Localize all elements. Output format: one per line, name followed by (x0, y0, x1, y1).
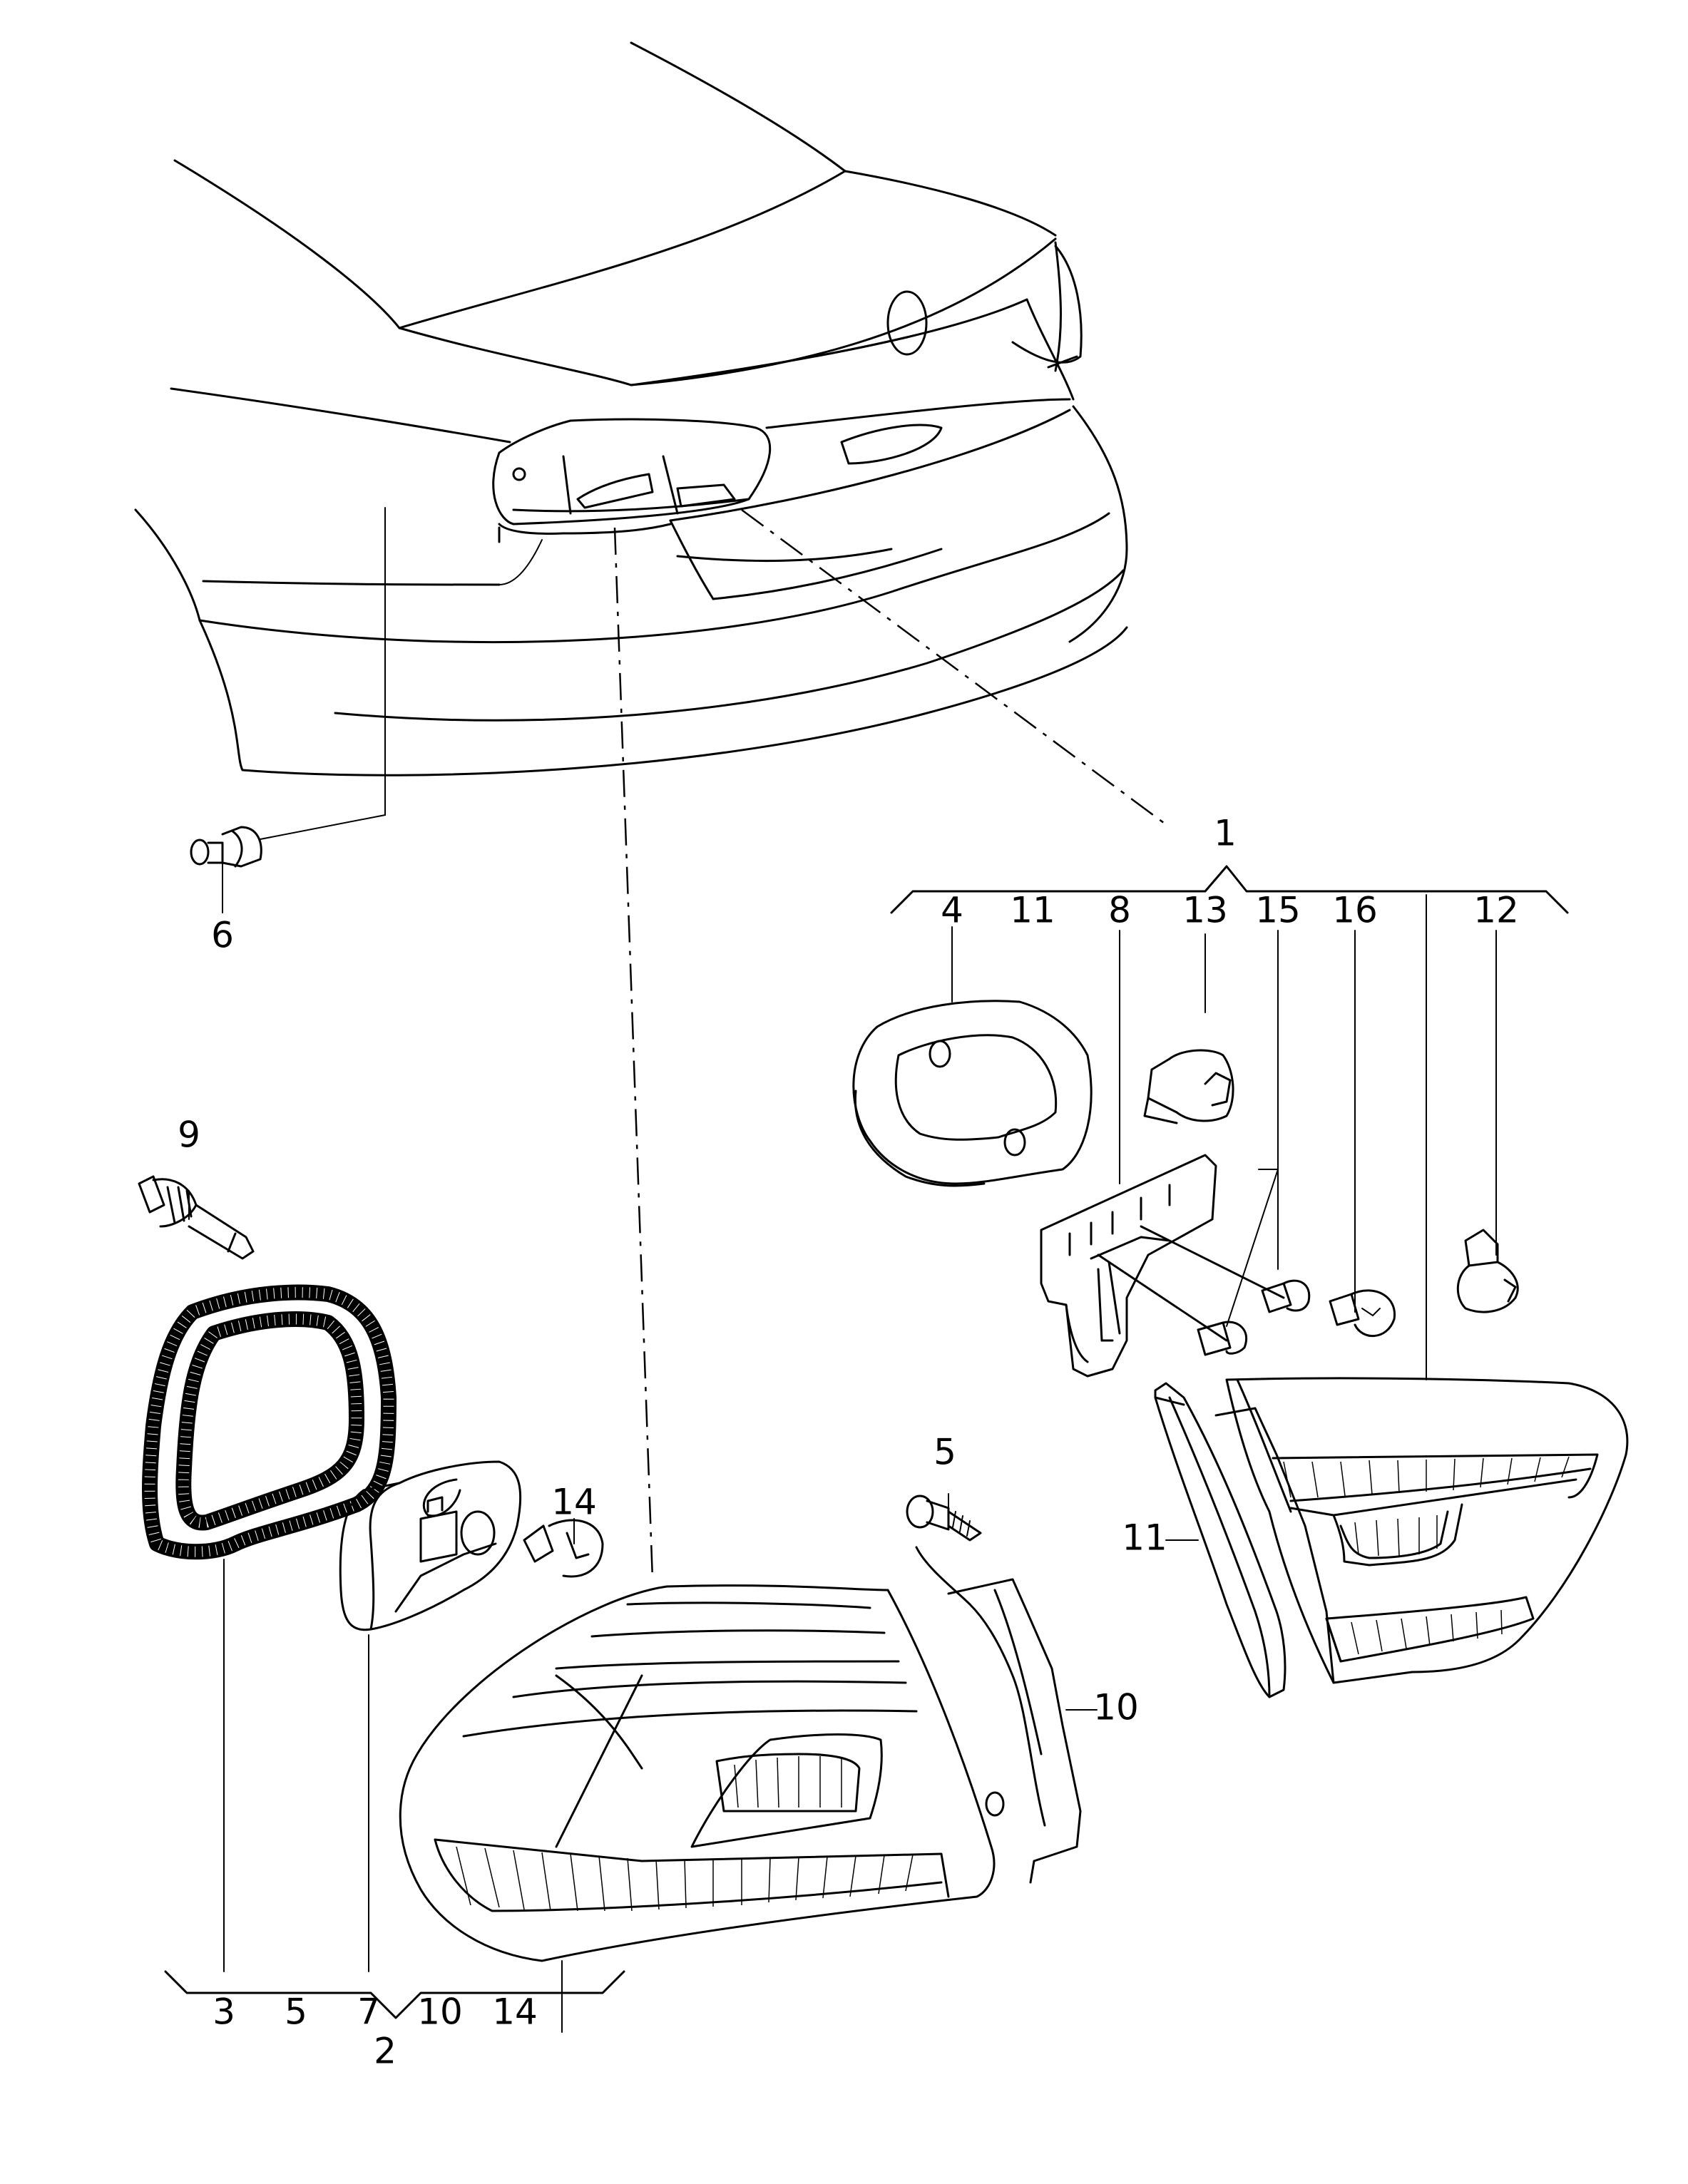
car-rear-body (134, 41, 1128, 776)
outer-taillight-hatch (456, 1756, 914, 1912)
callout-10-seal: 10 (1093, 1687, 1139, 1728)
callout-5-screw: 5 (933, 1432, 956, 1473)
screw-part-5 (906, 1495, 982, 1542)
callout-3: 3 (213, 1991, 235, 2033)
inner-taillight-hatch (1283, 1456, 1570, 1655)
callout-14-bracket: 14 (492, 1991, 538, 2033)
bulb-holder-part-7 (339, 1460, 522, 1631)
callout-2: 2 (374, 2031, 397, 2072)
gasket-part-3 (142, 1284, 397, 1560)
callout-15: 15 (1255, 890, 1301, 931)
callout-1: 1 (1214, 813, 1237, 854)
socket-part-13 (1143, 1049, 1234, 1124)
bulb-part-14 (523, 1519, 604, 1578)
bulb-part-15 (1261, 1279, 1311, 1313)
bulb-part-15b (1197, 1321, 1248, 1356)
bulb-carrier-part-8 (1040, 1154, 1285, 1378)
callout-14-bulb: 14 (551, 1482, 597, 1523)
callout-13: 13 (1182, 890, 1228, 931)
callout-4: 4 (941, 890, 963, 931)
clip-part-6 (190, 826, 262, 868)
gasket-part-4 (852, 1000, 1093, 1187)
seal-part-11 (1154, 1382, 1287, 1698)
bolt-part-9 (138, 1175, 255, 1260)
callout-7: 7 (357, 1991, 380, 2033)
leader-lines (188, 507, 1497, 2033)
seal-part-10 (915, 1546, 1082, 1884)
inner-taillight-part-1 (1214, 1377, 1629, 1684)
callout-8: 8 (1108, 890, 1131, 931)
outer-taillight-part-2 (399, 1584, 996, 1962)
callout-9: 9 (178, 1114, 200, 1156)
bracket-1 (890, 865, 1569, 914)
callout-12: 12 (1473, 890, 1519, 931)
socket-part-12 (1456, 1229, 1519, 1313)
callout-16: 16 (1332, 890, 1378, 931)
callout-11-seal: 11 (1122, 1517, 1167, 1559)
callout-10-bracket: 10 (417, 1991, 463, 2033)
callout-11-bracket: 11 (1010, 890, 1055, 931)
bulb-part-16 (1329, 1289, 1396, 1337)
callout-labels: 1 2 3 4 5 5 6 7 8 9 10 10 11 11 12 13 14… (178, 813, 1519, 2072)
callout-5-bracket: 5 (285, 1991, 307, 2033)
bracket-2 (164, 1970, 625, 2019)
callout-6: 6 (211, 915, 234, 956)
